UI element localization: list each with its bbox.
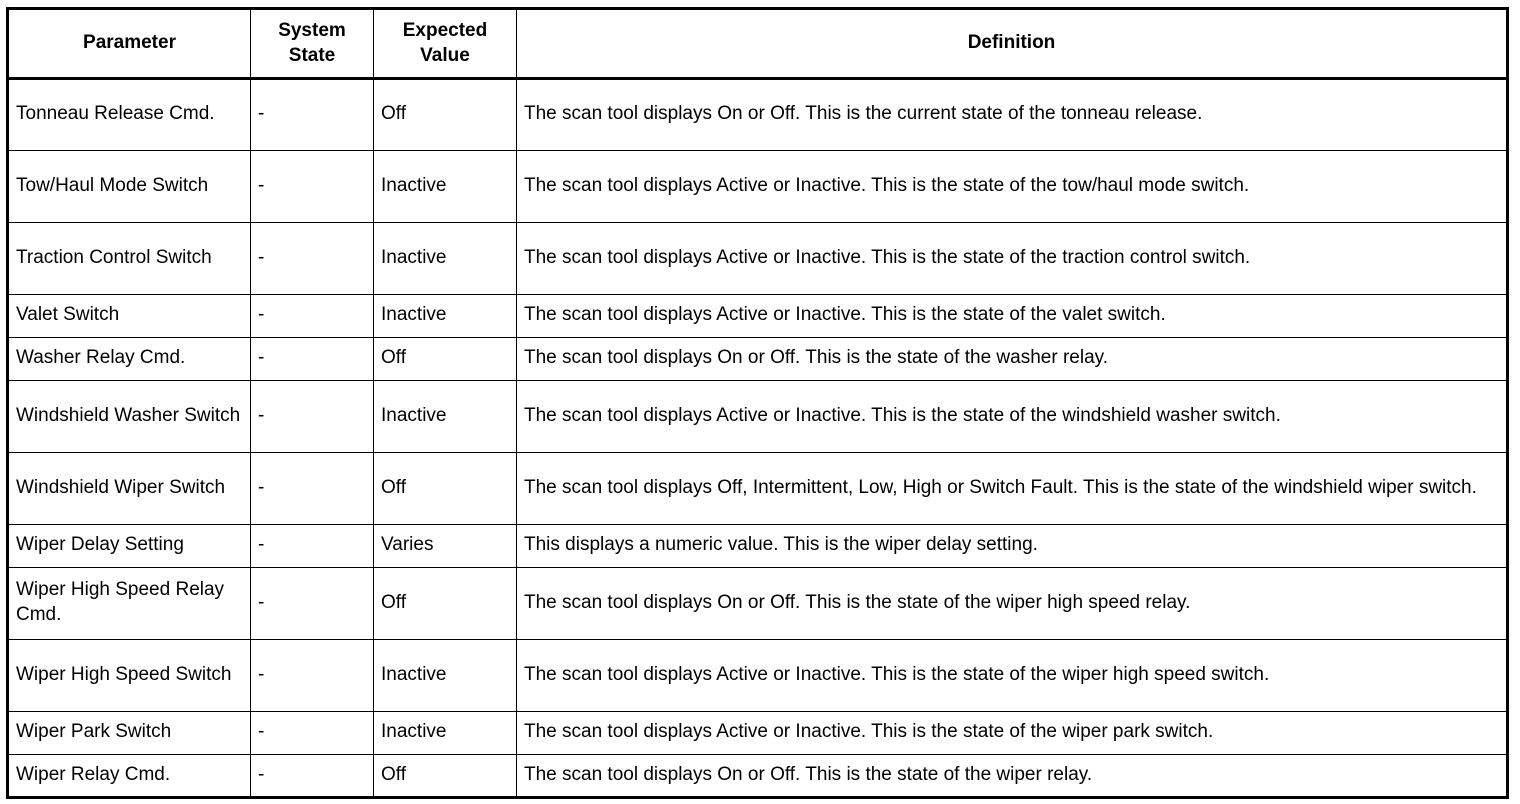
- cell-expected-value: Inactive: [373, 639, 517, 712]
- cell-definition: The scan tool displays Active or Inactiv…: [516, 639, 1508, 712]
- cell-expected-value: Off: [373, 452, 517, 525]
- cell-parameter: Valet Switch: [7, 294, 251, 338]
- cell-parameter: Windshield Wiper Switch: [7, 452, 251, 525]
- cell-parameter: Traction Control Switch: [7, 222, 251, 295]
- column-header-system-state-line1: System: [278, 20, 346, 42]
- cell-definition: The scan tool displays Active or Inactiv…: [516, 222, 1508, 295]
- cell-definition: The scan tool displays On or Off. This i…: [516, 78, 1508, 151]
- cell-parameter: Windshield Washer Switch: [7, 380, 251, 453]
- cell-expected-value: Off: [373, 567, 517, 640]
- column-header-system-state-line2: State: [288, 44, 336, 66]
- cell-expected-value: Varies: [373, 524, 517, 568]
- column-header-expected-value-line2: Value: [420, 44, 470, 66]
- cell-parameter: Tow/Haul Mode Switch: [7, 150, 251, 223]
- cell-parameter: Washer Relay Cmd.: [7, 337, 251, 381]
- cell-definition: The scan tool displays Off, Intermittent…: [516, 452, 1508, 525]
- cell-definition: The scan tool displays On or Off. This i…: [516, 567, 1508, 640]
- cell-expected-value: Inactive: [373, 711, 517, 755]
- cell-parameter: Wiper High Speed Relay Cmd.: [7, 567, 251, 640]
- cell-system-state: -: [250, 150, 374, 223]
- cell-system-state: -: [250, 567, 374, 640]
- cell-definition: The scan tool displays On or Off. This i…: [516, 337, 1508, 381]
- cell-system-state: -: [250, 524, 374, 568]
- table-header: Parameter System State Expected Value De…: [7, 8, 1508, 80]
- column-header-system-state: System State: [250, 8, 374, 80]
- cell-expected-value: Off: [373, 78, 517, 151]
- cell-expected-value: Inactive: [373, 222, 517, 295]
- cell-expected-value: Inactive: [373, 294, 517, 338]
- column-header-definition: Definition: [516, 8, 1508, 80]
- cell-expected-value: Inactive: [373, 150, 517, 223]
- cell-system-state: -: [250, 337, 374, 381]
- cell-definition: The scan tool displays Active or Inactiv…: [516, 380, 1508, 453]
- cell-expected-value: Off: [373, 754, 517, 798]
- cell-system-state: -: [250, 294, 374, 338]
- cell-definition: The scan tool displays Active or Inactiv…: [516, 150, 1508, 223]
- column-header-expected-value: Expected Value: [373, 8, 517, 80]
- cell-parameter: Wiper Relay Cmd.: [7, 754, 251, 798]
- cell-definition: The scan tool displays Active or Inactiv…: [516, 294, 1508, 338]
- cell-system-state: -: [250, 452, 374, 525]
- cell-parameter: Wiper High Speed Switch: [7, 639, 251, 712]
- parameter-definition-table: Parameter System State Expected Value De…: [6, 7, 1509, 799]
- cell-parameter: Tonneau Release Cmd.: [7, 78, 251, 151]
- cell-expected-value: Inactive: [373, 380, 517, 453]
- cell-parameter: Wiper Delay Setting: [7, 524, 251, 568]
- cell-system-state: -: [250, 78, 374, 151]
- cell-system-state: -: [250, 639, 374, 712]
- cell-system-state: -: [250, 754, 374, 798]
- column-header-parameter: Parameter: [7, 8, 251, 80]
- cell-system-state: -: [250, 222, 374, 295]
- cell-definition: The scan tool displays On or Off. This i…: [516, 754, 1508, 798]
- cell-system-state: -: [250, 380, 374, 453]
- cell-system-state: -: [250, 711, 374, 755]
- cell-parameter: Wiper Park Switch: [7, 711, 251, 755]
- header-row: Parameter System State Expected Value De…: [7, 8, 1508, 80]
- column-header-expected-value-line1: Expected: [402, 20, 488, 42]
- cell-definition: The scan tool displays Active or Inactiv…: [516, 711, 1508, 755]
- cell-definition: This displays a numeric value. This is t…: [516, 524, 1508, 568]
- cell-expected-value: Off: [373, 337, 517, 381]
- data-list-table-container: Parameter System State Expected Value De…: [6, 7, 1509, 799]
